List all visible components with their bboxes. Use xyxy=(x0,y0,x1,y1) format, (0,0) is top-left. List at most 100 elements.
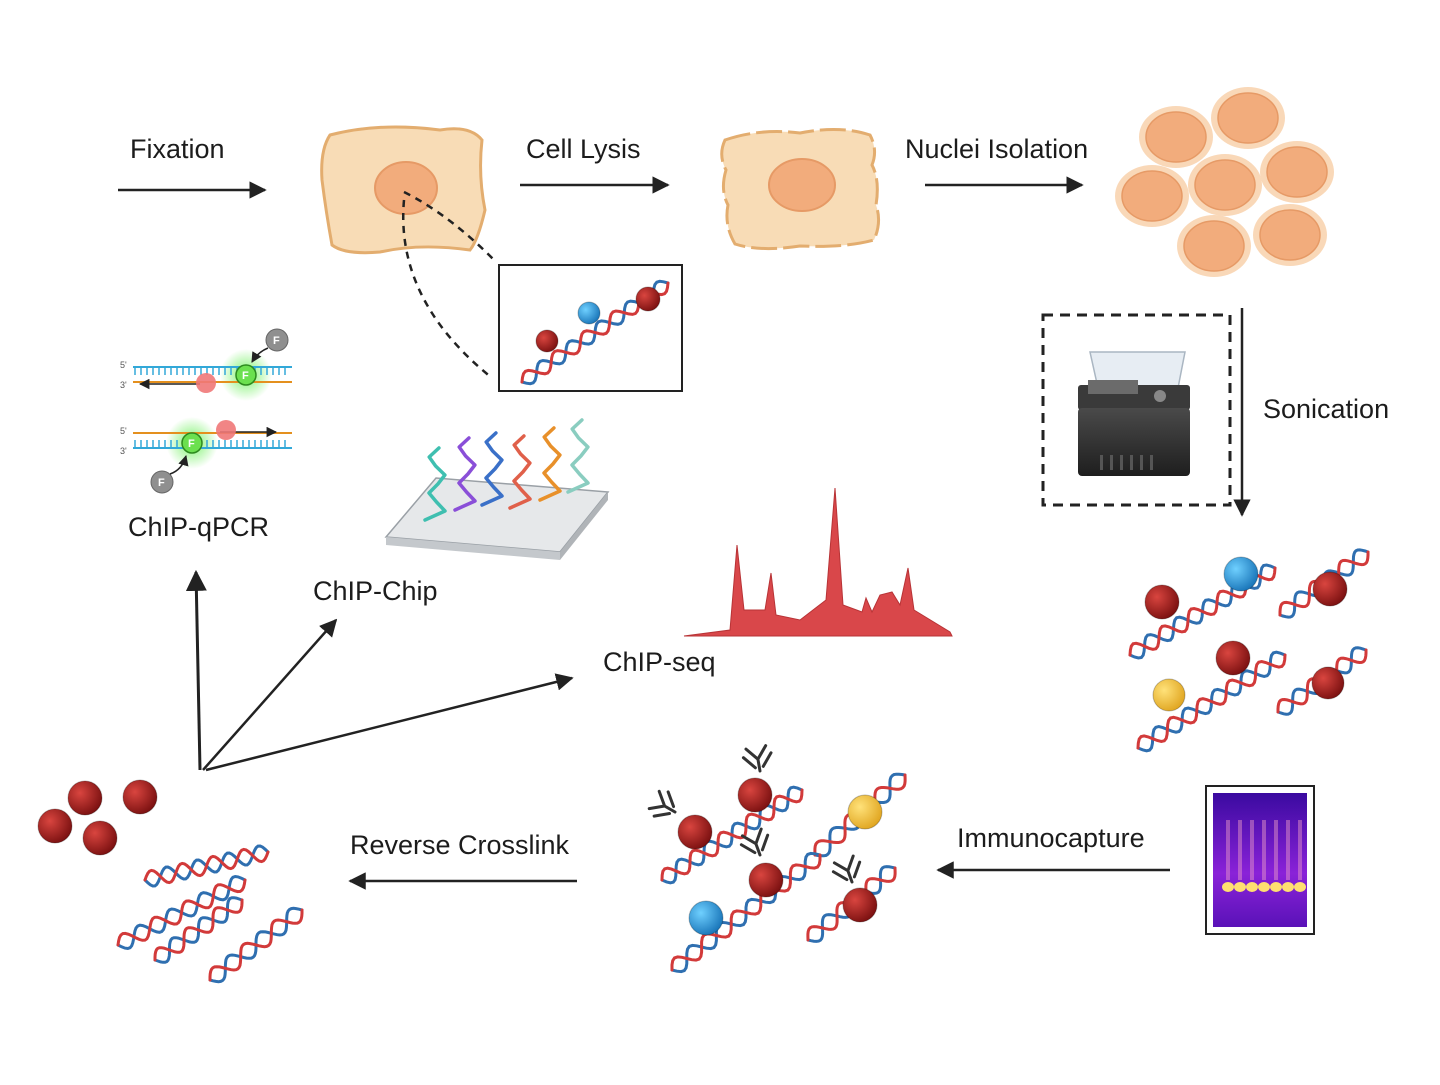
dna-strand xyxy=(660,788,804,882)
gel-lane xyxy=(1286,820,1290,880)
chip-seq-peak-track xyxy=(683,487,953,637)
qpcr-inset: F F F F 5' 3' 5' 3' xyxy=(120,328,292,494)
protein-blue xyxy=(688,900,724,936)
lysed-cell-nucleus xyxy=(768,158,836,212)
dna-strand xyxy=(1136,653,1287,750)
dna-strand xyxy=(208,908,304,982)
gel-lane xyxy=(1274,820,1278,880)
protein-blue xyxy=(577,301,601,325)
gel-lane xyxy=(1250,820,1254,880)
gel-lane xyxy=(1226,820,1230,880)
arrow-to-chip-chip xyxy=(202,618,338,771)
step-label-nuclei-isolation: Nuclei Isolation xyxy=(905,134,1089,164)
nucleus xyxy=(1266,146,1328,198)
gel-band xyxy=(1270,882,1282,892)
chromatin-inset xyxy=(498,264,683,392)
quencher-bottom xyxy=(150,470,174,494)
microarray-slide xyxy=(384,418,610,560)
histone-red xyxy=(1215,640,1251,676)
protein-yellow xyxy=(1152,678,1186,712)
gel-band xyxy=(1234,882,1246,892)
histone-red xyxy=(67,780,103,816)
histone-red xyxy=(1144,584,1180,620)
histone-red xyxy=(82,820,118,856)
dna-strand xyxy=(143,847,270,885)
histone-red xyxy=(1312,571,1348,607)
arrow-to-chip-qpcr xyxy=(185,569,207,771)
protein-yellow xyxy=(847,794,883,830)
gel-band xyxy=(1258,882,1270,892)
quencher-top xyxy=(265,328,289,352)
method-label-chip-qpcr: ChIP-qPCR xyxy=(128,512,270,542)
nucleus xyxy=(1183,220,1245,272)
antibody xyxy=(647,789,677,818)
polymerase-top xyxy=(196,373,216,393)
dna-strand xyxy=(670,853,822,972)
zoom-line-outer xyxy=(402,199,493,379)
strand-label-5-top: 5' xyxy=(120,360,127,370)
histone-red xyxy=(535,329,559,353)
gel-lane xyxy=(1238,820,1242,880)
histone-red xyxy=(737,777,773,813)
sonicator-machine xyxy=(1078,351,1190,476)
step-label-immunocapture: Immunocapture xyxy=(957,823,1145,853)
histone-red xyxy=(842,887,878,923)
step-label-fixation: Fixation xyxy=(130,134,225,164)
step-label-cell-lysis: Cell Lysis xyxy=(526,134,641,164)
dna-strand xyxy=(153,898,244,962)
quencher-top-letter: F xyxy=(273,335,280,347)
gel-lane xyxy=(1298,820,1302,880)
isolated-nuclei xyxy=(1115,87,1334,277)
histone-red xyxy=(635,286,661,312)
probe-strand xyxy=(423,446,447,522)
lysed-cell xyxy=(720,127,881,251)
probe-strand xyxy=(453,436,477,512)
histone-red xyxy=(677,814,713,850)
strand-label-5-bottom: 5' xyxy=(120,426,127,436)
histone-red xyxy=(37,808,73,844)
zoom-line-inner xyxy=(403,190,497,263)
histone-red xyxy=(1311,666,1345,700)
polymerase-bottom xyxy=(216,420,236,440)
method-label-chip-seq: ChIP-seq xyxy=(603,647,716,677)
antibody xyxy=(739,827,770,857)
nucleus xyxy=(1121,170,1183,222)
histone-red xyxy=(748,862,784,898)
sonicator-box xyxy=(1041,313,1232,507)
step-label-reverse-crosslink: Reverse Crosslink xyxy=(350,830,570,860)
gel-band xyxy=(1282,882,1294,892)
gel-image xyxy=(1205,785,1315,935)
probe-strand xyxy=(566,418,590,494)
gel-band xyxy=(1222,882,1234,892)
histone-red xyxy=(122,779,158,815)
step-label-sonication: Sonication xyxy=(1263,394,1390,424)
probe-bottom xyxy=(181,432,203,454)
probe-top-letter: F xyxy=(242,370,249,382)
sheared-chromatin xyxy=(1128,548,1370,753)
gel-band xyxy=(1246,882,1258,892)
method-label-chip-chip: ChIP-Chip xyxy=(313,576,438,606)
fixed-cell xyxy=(320,125,487,255)
protein-blue xyxy=(1223,556,1259,592)
antibody xyxy=(831,854,862,884)
immunocaptured-chromatin xyxy=(647,744,907,974)
dna-strand xyxy=(116,878,247,947)
probe-strand xyxy=(538,426,562,502)
released-proteins xyxy=(37,779,158,856)
arrow-to-chip-seq xyxy=(205,673,574,772)
nucleus xyxy=(1145,111,1207,163)
probe-strand xyxy=(508,434,532,510)
nucleus xyxy=(1217,92,1279,144)
strand-label-3-top: 3' xyxy=(120,380,127,390)
antibody xyxy=(741,744,773,773)
released-dna xyxy=(116,844,304,984)
nucleus xyxy=(1194,159,1256,211)
nucleus xyxy=(1259,209,1321,261)
gel-band xyxy=(1294,882,1306,892)
probe-bottom-letter: F xyxy=(188,438,195,450)
gel-lane xyxy=(1262,820,1266,880)
quencher-bottom-letter: F xyxy=(158,477,165,489)
probe-top xyxy=(235,364,257,386)
